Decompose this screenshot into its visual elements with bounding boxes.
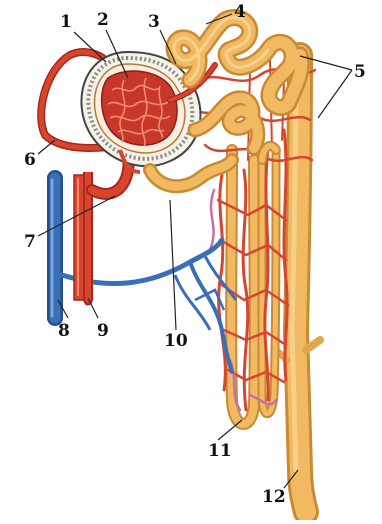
label-9: 9: [97, 323, 109, 340]
label-12: 12: [262, 489, 286, 506]
label-11: 11: [208, 443, 232, 460]
label-7: 7: [24, 234, 36, 251]
label-5: 5: [354, 64, 366, 81]
label-10: 10: [164, 333, 188, 350]
label-4: 4: [234, 4, 246, 21]
label-2: 2: [97, 12, 109, 29]
label-1: 1: [60, 14, 72, 31]
label-3: 3: [148, 14, 160, 31]
label-6: 6: [24, 152, 36, 169]
label-8: 8: [58, 323, 70, 340]
